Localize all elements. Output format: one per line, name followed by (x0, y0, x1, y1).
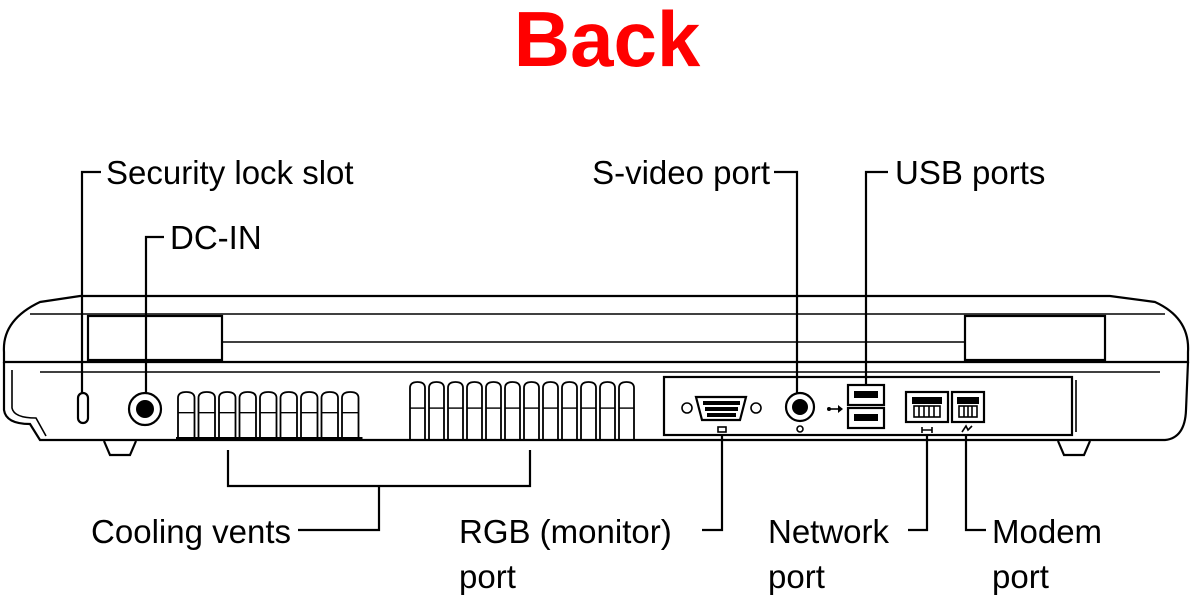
vent-slot (580, 381, 597, 440)
vent-slot (485, 381, 502, 440)
laptop-body (2, 294, 1190, 457)
vent-slot (177, 391, 196, 438)
vent-slot (542, 381, 559, 440)
vent-slot (341, 391, 360, 438)
label-modem-port-line2: port (992, 558, 1049, 595)
usb-icon (827, 405, 843, 413)
label-network-port-line2: port (768, 558, 825, 595)
vent-slot (300, 391, 319, 438)
s-video-port (784, 391, 816, 433)
security-lock-slot (76, 391, 90, 425)
label-usb-ports: USB ports (895, 154, 1045, 191)
vent-slot (259, 391, 278, 438)
label-rgb-port-line2: port (459, 558, 516, 595)
page-title: Back (514, 0, 701, 83)
vent-slot (447, 381, 464, 440)
label-network-port-line1: Network (768, 513, 890, 550)
vent-slot (428, 381, 445, 440)
vent-slot (409, 381, 426, 440)
label-cooling-vents: Cooling vents (91, 513, 291, 550)
modem-port (950, 390, 986, 433)
vent-slot (504, 381, 521, 440)
network-port (904, 390, 950, 433)
vent-slot (523, 381, 540, 440)
label-security-lock-slot: Security lock slot (106, 154, 354, 191)
rgb-port (681, 395, 762, 433)
vent-slot (466, 381, 483, 440)
vent-slot (238, 391, 257, 438)
label-s-video-port: S-video port (592, 154, 770, 191)
vent-slot (218, 391, 237, 438)
dc-in-jack (127, 391, 163, 427)
vent-slot (320, 391, 339, 438)
callout-lines (80, 170, 986, 532)
usb-ports (846, 383, 886, 430)
vent-slot (561, 381, 578, 440)
cooling-vents-left (176, 391, 363, 439)
cooling-vents-right (408, 381, 638, 441)
vent-slot (618, 381, 635, 440)
label-rgb-port-line1: RGB (monitor) (459, 513, 672, 550)
label-modem-port-line1: Modem (992, 513, 1102, 550)
vent-slot (197, 391, 216, 438)
vent-slot (279, 391, 298, 438)
label-dc-in: DC-IN (170, 219, 262, 256)
vent-slot (599, 381, 616, 440)
